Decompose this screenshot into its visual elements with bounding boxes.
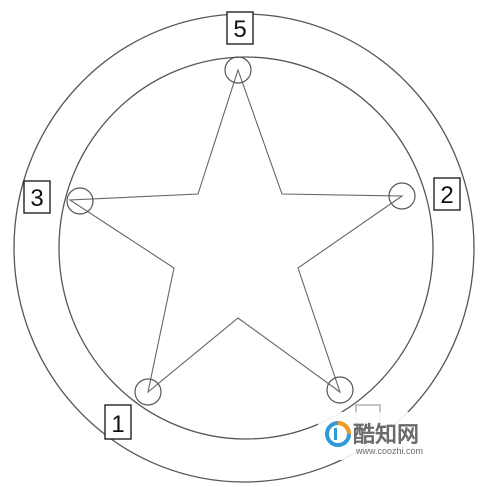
watermark-logo-icon — [325, 421, 351, 447]
label-2: 2 — [433, 177, 461, 211]
tip-circle-4 — [326, 376, 354, 404]
outer-circle — [13, 13, 475, 483]
inner-circle — [58, 56, 434, 440]
label-5: 5 — [226, 11, 254, 45]
watermark-name: 酷知网 — [353, 422, 419, 448]
label-5-text: 5 — [233, 16, 246, 43]
watermark-url: www.coozhi.com — [355, 446, 423, 456]
tip-circle-2 — [388, 182, 416, 210]
label-3-text: 3 — [30, 185, 43, 212]
star-outline — [68, 68, 404, 394]
label-3: 3 — [23, 180, 51, 214]
tip-circle-1 — [134, 378, 162, 406]
label-1: 1 — [104, 404, 132, 440]
tip-circle-3 — [66, 187, 94, 215]
tip-circle-5 — [224, 56, 252, 84]
watermark-backdrop — [318, 412, 448, 460]
label-1-text: 1 — [111, 411, 124, 438]
label-2-text: 2 — [440, 182, 453, 209]
watermark: 酷知网 www.coozhi.com — [318, 412, 448, 460]
